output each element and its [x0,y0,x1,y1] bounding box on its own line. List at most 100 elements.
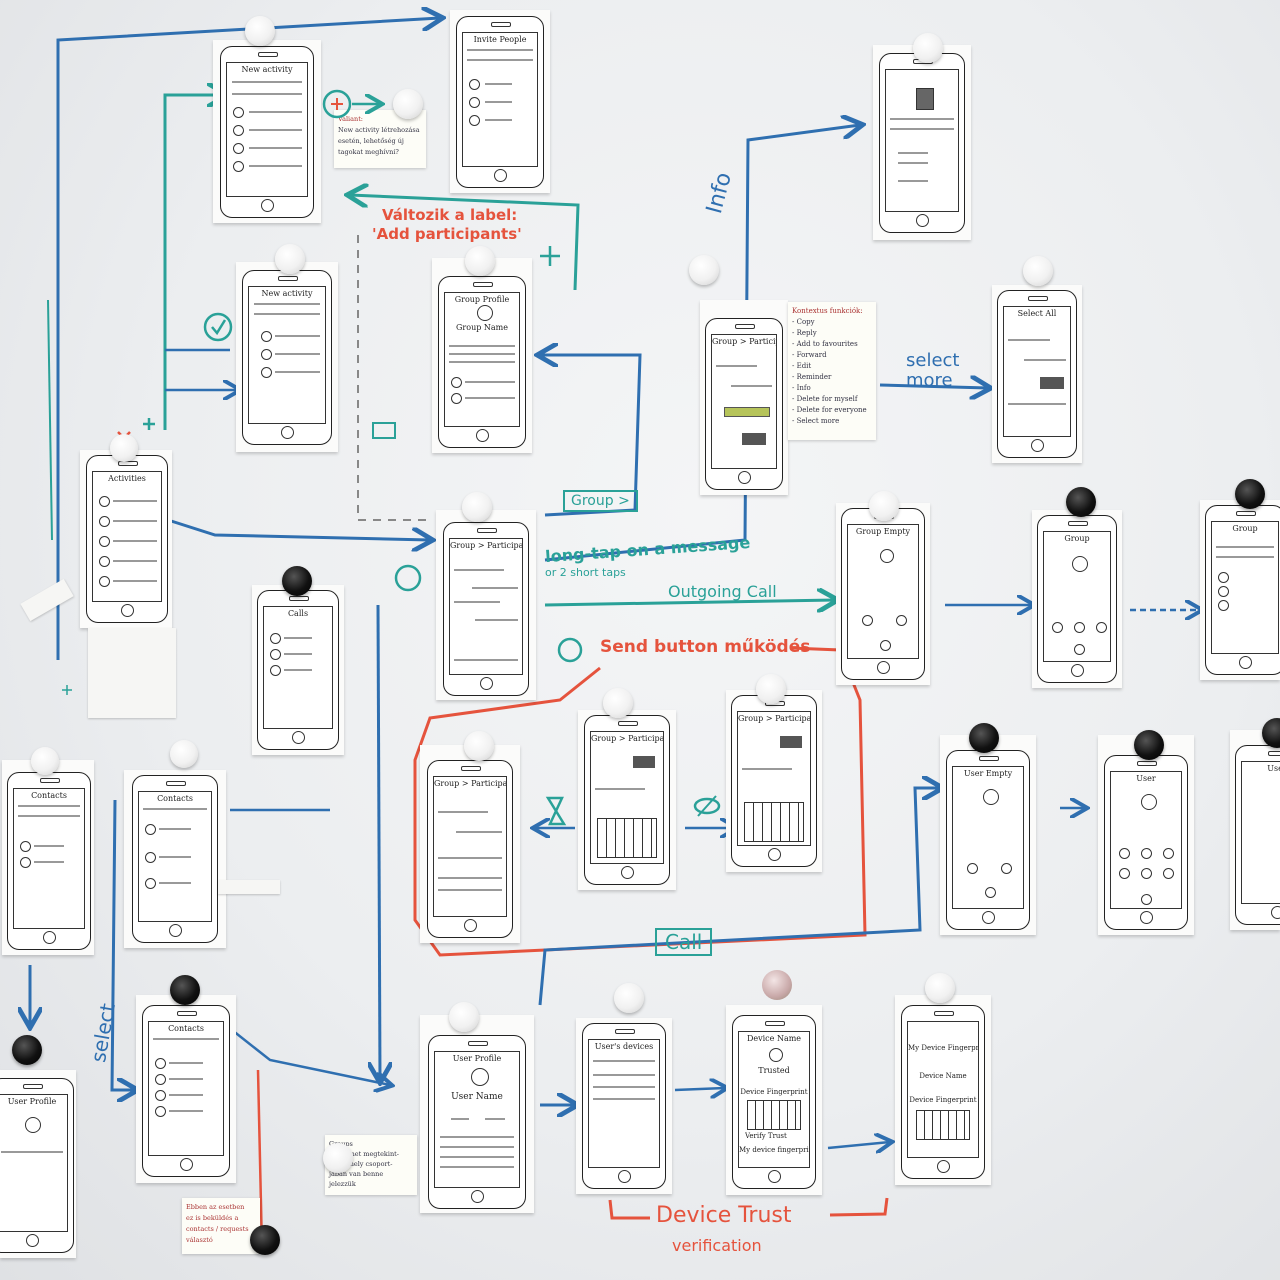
annotation-outgoing-call: Outgoing Call [668,582,777,601]
verify-trust-label: Verify Trust [745,1132,787,1140]
check-icon [211,319,227,336]
phone-message-menu[interactable]: Group > Participants [705,318,783,490]
magnet [275,244,305,274]
magnet [31,747,59,775]
note-line: jában van benne [329,1170,384,1178]
screen-title: Invite People [473,35,527,44]
phone-user-call-3[interactable]: User [1235,745,1280,925]
phone-user-profile-small[interactable]: User Profile [0,1078,74,1253]
screen-title: Group [1064,534,1090,543]
note-new-activity: Valiant: New activity létrehozása esetén… [334,110,426,168]
card-call-empty: Group Empty [836,503,930,685]
phone-my-fingerprint[interactable]: My Device Fingerprint Device Name Device… [901,1005,985,1179]
note-line: - Delete for myself [792,395,858,403]
phone-send-2[interactable]: Group > Participants [584,715,670,885]
magnet [282,566,312,596]
screen-title: User [1267,764,1280,773]
magnet [449,1002,479,1032]
card-call-group: Group [1032,510,1122,688]
phone-invite-people[interactable]: Invite People [456,16,544,188]
phone-user-call-1[interactable]: User Empty [946,750,1030,930]
magnet [925,973,955,1003]
phone-group-profile[interactable]: Group Profile Group Name [438,276,526,448]
phone-send-3[interactable]: Group > Participants [731,695,817,867]
magnet [250,1225,280,1255]
magnet [1262,718,1280,748]
phone-user-profile[interactable]: User Profile User Name [428,1035,526,1209]
note-context-menu: Kontextus funkciók: - Copy - Reply - Add… [788,302,876,440]
annotation-select-more-2: more [906,370,953,391]
eye-icon [693,797,721,815]
screen-title: User Profile [452,1054,502,1063]
magnet [170,975,200,1005]
phone-calls[interactable]: Calls [257,590,339,750]
card-send-3: Group > Participants [726,690,822,872]
note-line: esetén, lehetőség új [338,137,404,145]
phone-users-devices[interactable]: User's devices [582,1023,666,1189]
phone-call-empty[interactable]: Group Empty [841,508,925,680]
add-person-icon [540,246,560,266]
message-icon [372,422,396,439]
phone-contacts-2[interactable]: Contacts [132,775,218,943]
magnet [1235,479,1265,509]
phone-new-activity[interactable]: New activity [220,46,314,218]
card-message-menu: Group > Participants [700,300,788,495]
user-circle-icon [394,564,422,592]
note-line: - Forward [792,351,827,359]
magnet [1023,256,1053,286]
annotation-group-button: Group > [563,490,638,512]
screen-title: Contacts [31,791,67,800]
phone-user-call-2[interactable]: User [1104,755,1188,930]
card-contacts-1: Contacts [2,760,94,955]
annotation-send-button: Send button működés [600,637,811,657]
note-line: - Add to favourites [792,340,858,348]
note-line: ez is beküldés a [186,1214,239,1222]
screen-title: User Empty [963,769,1013,778]
screen-title: Group > Participants [450,541,522,550]
phone-contacts-3[interactable]: Contacts [142,1005,230,1177]
paper-strip [88,628,176,718]
magnet [465,246,495,276]
annotation-add-participants: 'Add participants' [372,225,522,243]
my-device-fingerprint-link[interactable]: My device fingerprint [739,1146,809,1154]
phone-call-group-2[interactable]: Group [1205,505,1280,675]
more-circle-icon [557,637,583,663]
card-new-activity-2: New activity [236,262,338,452]
phone-send-1[interactable]: Group > Participants [427,760,513,938]
card-call-group-2: Group [1200,500,1280,680]
card-invite-people: Invite People [450,10,550,193]
device-fingerprint-label: Device Fingerprint [909,1096,977,1104]
phone-activities[interactable]: Activities [86,455,168,623]
note-line: contacts / requests [186,1225,249,1233]
phone-device-name[interactable]: Device Name Trusted Device Fingerprint V… [732,1015,816,1189]
note-line: - Copy [792,318,815,326]
card-users-devices: User's devices [576,1018,672,1194]
screen-title: Group > Participants [434,779,506,788]
screen-title: Device Name [746,1034,802,1043]
phone-contacts-1[interactable]: Contacts [7,772,91,950]
screen-title: Contacts [168,1024,204,1033]
annotation-valtozik: Változik a label: [382,206,518,224]
plus-circle-icon [322,89,352,119]
screen-title: User's devices [594,1042,654,1051]
annotation-short-taps: or 2 short taps [545,566,626,579]
card-send-1: Group > Participants [420,745,520,943]
note-line: New activity létrehozása [338,126,420,134]
magnet [1134,730,1164,760]
screen-title: Contacts [157,794,193,803]
card-user-profile-small: User Profile [0,1070,76,1258]
screen-title: New activity [241,65,293,74]
phone-select-all[interactable]: Select All [997,290,1077,458]
phone-new-activity-2[interactable]: New activity [242,270,332,445]
magnet [762,970,792,1000]
screen-title: Activities [108,474,146,483]
phone-info[interactable] [879,53,965,233]
phone-chat[interactable]: Group > Participants [443,522,529,696]
card-user-profile: User Profile User Name [420,1015,534,1213]
phone-call-group[interactable]: Group [1037,515,1117,683]
note-line: - Reply [792,329,817,337]
note-line: ha üzenet megtekint- [329,1150,399,1158]
screen-title: Group > Participants [712,337,776,346]
